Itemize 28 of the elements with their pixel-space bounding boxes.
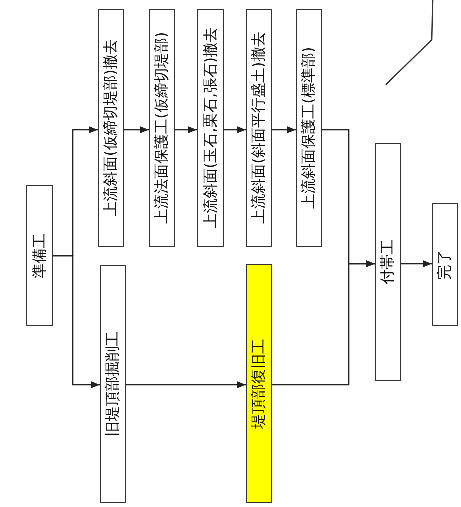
process-label: 完了 (436, 250, 454, 280)
process-box (296, 9, 322, 247)
process-label: 上流法面保護工(仮締切堤部) (152, 32, 172, 224)
process-box (100, 265, 126, 503)
process-label: 堤頂部復旧工 (250, 338, 268, 428)
process-box (98, 9, 124, 247)
process-label: 上流斜面(玉石,栗石,張石)撤去 (201, 27, 220, 229)
process-box (26, 185, 53, 326)
arrow (53, 255, 100, 389)
process-label: 上流斜面(斜面平行盛土)撤去 (250, 32, 268, 224)
arrow (272, 126, 296, 134)
arrow (401, 260, 432, 268)
arrow (124, 126, 149, 134)
process-label: 準備工 (30, 233, 49, 278)
arrow (272, 260, 375, 386)
arrow (126, 381, 246, 389)
process-label: 上流斜面(仮締切堤部)撤去 (102, 40, 120, 216)
process-box (149, 9, 175, 247)
process-box (197, 9, 224, 247)
process-label: 上流斜面保護工(標準部) (300, 47, 318, 209)
arrow (224, 126, 246, 134)
process-label: 旧堤頂部掘削工 (104, 332, 122, 436)
arrow (175, 126, 197, 134)
process-label: 付帯工 (378, 240, 398, 284)
process-box (246, 9, 272, 247)
process-box (432, 203, 458, 326)
process-box (246, 264, 272, 503)
process-box (375, 143, 401, 381)
